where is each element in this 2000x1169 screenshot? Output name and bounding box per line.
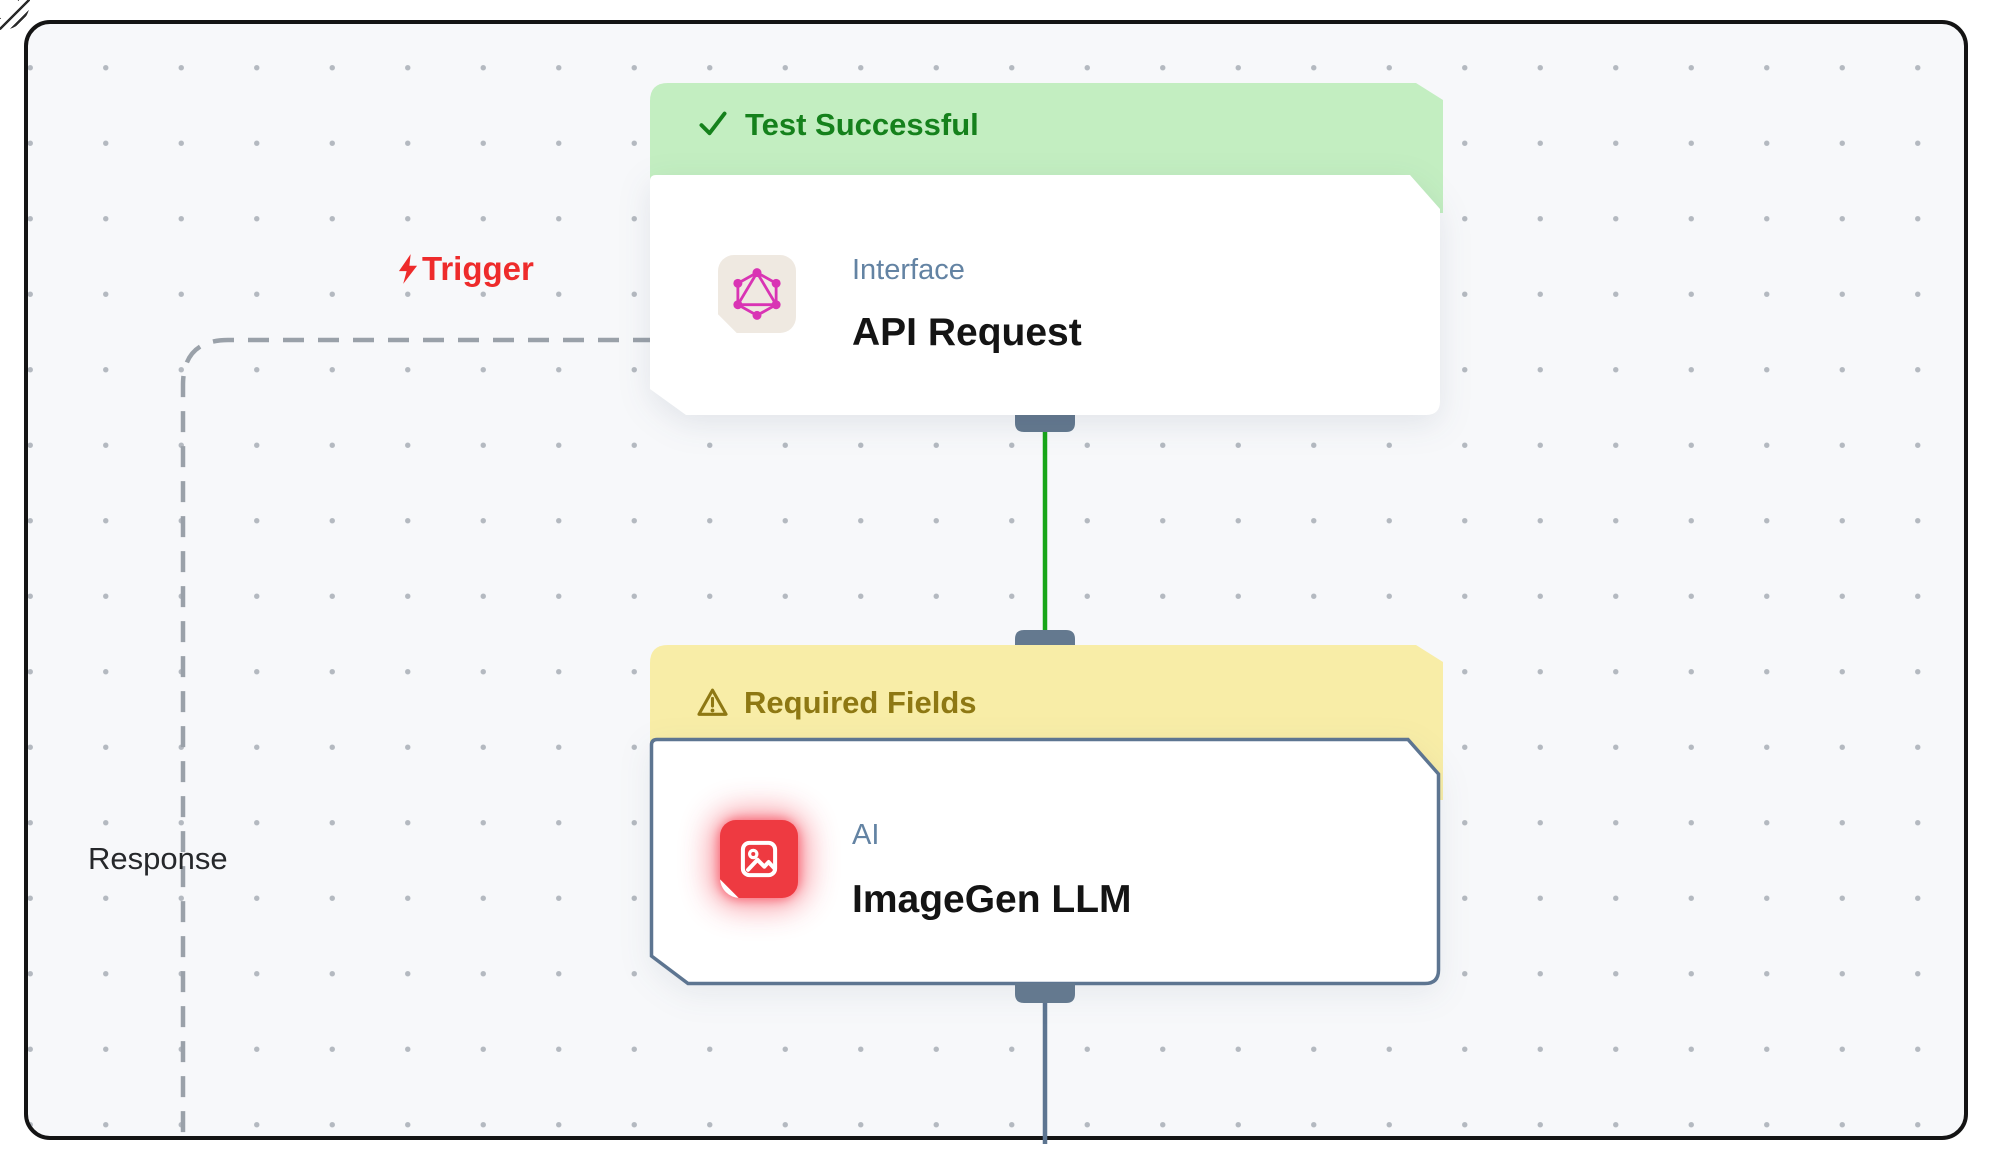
node-title: API Request <box>852 311 1082 354</box>
response-edge-label: Response <box>88 843 228 874</box>
node-title: ImageGen LLM <box>852 878 1132 921</box>
lightning-bolt-icon <box>398 253 418 284</box>
node-imagegen-shape <box>649 630 1443 1003</box>
output-handle[interactable] <box>1015 983 1075 1003</box>
check-icon <box>699 111 727 136</box>
node-card-shape <box>650 175 1440 415</box>
graphql-icon <box>718 255 796 333</box>
status-banner: Required Fields <box>696 679 977 725</box>
trigger-edge-label: Trigger <box>396 252 534 285</box>
response-edge-label-text: Response <box>88 841 228 876</box>
image-icon <box>720 820 798 898</box>
status-banner: Test Successful <box>696 101 979 147</box>
node-api-request-shape <box>650 83 1443 432</box>
node-api-request[interactable]: Test Successful Interface API Request <box>650 83 1443 435</box>
corner-striped-decoration <box>0 0 30 30</box>
status-banner-label: Test Successful <box>745 106 979 142</box>
node-imagegen-llm[interactable]: Required Fields AI ImageGen LLM <box>649 630 1443 1004</box>
status-banner-label: Required Fields <box>744 684 977 720</box>
node-category-label: AI <box>852 819 880 851</box>
node-category-label: Interface <box>852 254 965 286</box>
warning-icon <box>697 688 728 716</box>
trigger-edge-label-text: Trigger <box>422 250 534 287</box>
